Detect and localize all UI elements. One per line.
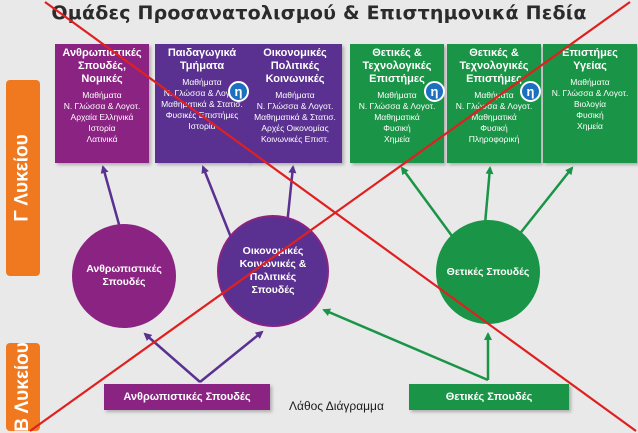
circle-humanities: Ανθρωπιστικές Σπουδές (72, 224, 176, 328)
side-tab-g-lykeiou: Γ Λυκείου (6, 80, 40, 276)
bar-humanities-label: Ανθρωπιστικές Σπουδές (123, 391, 251, 403)
arrow-bar1-c2 (199, 330, 264, 383)
arrow-bar2-c2 (322, 308, 489, 382)
eta-badge-icon: η (424, 81, 445, 102)
circle-humanities-label: Ανθρωπιστικές Σπουδές (86, 263, 162, 288)
eta-badge-icon: η (520, 81, 541, 102)
field-box-economics-politics: Οικονομικές Πολιτικές Κοινωνικές Μαθήματ… (248, 44, 342, 163)
field-box-science-tech-2: Θετικές & Τεχνολογικές Επιστήμες Μαθήματ… (447, 44, 541, 163)
cross-line-2 (29, 1, 631, 432)
arrow-c1-box1 (100, 165, 122, 229)
field-box-science-tech-1: Θετικές & Τεχνολογικές Επιστήμες Μαθήματ… (350, 44, 444, 163)
bar-sciences-b-lykeiou: Θετικές Σπουδές (409, 384, 569, 410)
wrong-diagram-caption: Λάθος Διάγραμμα (289, 399, 384, 413)
eta-badge-icon: η (228, 81, 249, 102)
arrow-c3-box5 (483, 166, 494, 225)
diagram-title: Ομάδες Προσανατολισμού & Επιστημονικά Πε… (51, 2, 587, 24)
arrow-c3-box6 (517, 166, 574, 237)
field-box-health-sciences: Επιστήμες Υγείας Μαθήματα Ν. Γλώσσα & Λο… (543, 44, 637, 163)
arrow-c2-box2 (201, 165, 234, 241)
field-box-pedagogical: Παιδαγωγικά Τμήματα Μαθήματα Ν. Γλώσσα &… (155, 44, 249, 163)
circle-economics-label: Οικονομικές Κοινωνικές & Πολιτικές Σπουδ… (239, 245, 307, 296)
side-tab-b-lykeiou: Β Λυκείου (6, 343, 40, 431)
bar-sciences-label: Θετικές Σπουδές (445, 391, 533, 403)
circle-sciences: Θετικές Σπουδές (436, 220, 540, 324)
circle-sciences-label: Θετικές Σπουδές (446, 265, 530, 278)
cross-line-1 (44, 1, 637, 432)
field-box-humanities-law: Ανθρωπιστικές Σπουδές, Νομικές Μαθήματα … (55, 44, 149, 163)
arrow-c2-box3 (285, 165, 297, 226)
circle-economics-social-political: Οικονομικές Κοινωνικές & Πολιτικές Σπουδ… (217, 215, 329, 327)
arrow-c3-box4 (400, 166, 454, 237)
bar-humanities-b-lykeiou: Ανθρωπιστικές Σπουδές (104, 384, 270, 410)
